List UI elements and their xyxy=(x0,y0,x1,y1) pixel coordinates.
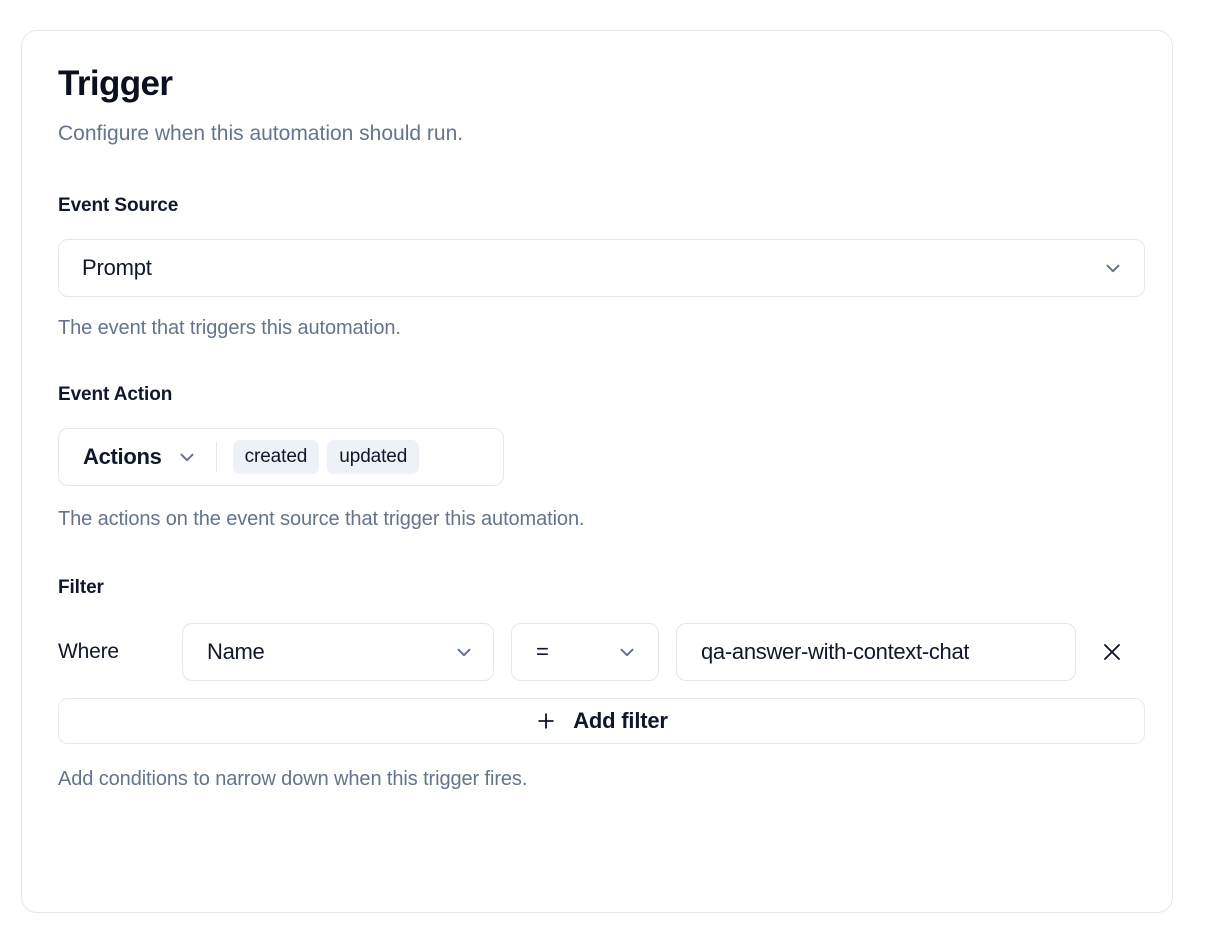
add-filter-button[interactable]: Add filter xyxy=(58,697,1145,744)
filter-value-text: qa-answer-with-context-chat xyxy=(701,638,970,664)
chevron-down-icon xyxy=(176,446,198,468)
page-title: Trigger xyxy=(58,64,173,103)
chip-created[interactable]: created xyxy=(232,439,320,474)
close-icon xyxy=(1100,640,1124,664)
trigger-card: Trigger Configure when this automation s… xyxy=(21,30,1173,913)
event-action-label: Event Action xyxy=(58,383,173,405)
filter-operator-select[interactable]: = xyxy=(511,622,659,681)
event-action-section: Event Action Actions created updated T xyxy=(58,384,1136,531)
page-subtitle: Configure when this automation should ru… xyxy=(58,121,464,145)
filter-value-input[interactable]: qa-answer-with-context-chat xyxy=(676,622,1076,681)
filter-help: Add conditions to narrow down when this … xyxy=(58,767,528,790)
filter-section: Filter Where Name = xyxy=(58,576,1145,791)
event-source-section: Event Source Prompt The event that trigg… xyxy=(58,194,1145,340)
filter-field-select[interactable]: Name xyxy=(182,622,494,681)
remove-filter-button[interactable] xyxy=(1094,634,1130,670)
event-source-label: Event Source xyxy=(58,194,179,216)
filter-operator-value: = xyxy=(536,638,549,664)
where-label: Where xyxy=(58,639,119,663)
filter-field-value: Name xyxy=(207,638,265,664)
chevron-down-icon xyxy=(453,641,475,663)
event-action-control: Actions created updated xyxy=(58,427,504,486)
event-source-select[interactable]: Prompt xyxy=(58,238,1145,297)
filter-label: Filter xyxy=(58,576,104,598)
chevron-down-icon xyxy=(616,641,638,663)
event-action-dropdown-label: Actions xyxy=(83,443,162,469)
chevron-down-icon xyxy=(1102,257,1124,279)
plus-icon xyxy=(535,710,557,732)
divider xyxy=(215,441,217,472)
filter-row: Where Name = xyxy=(58,622,1136,682)
add-filter-label: Add filter xyxy=(573,707,668,733)
event-source-value: Prompt xyxy=(82,254,152,280)
chip-updated[interactable]: updated xyxy=(327,439,420,474)
event-action-dropdown[interactable]: Actions xyxy=(83,444,198,470)
event-action-chips: created updated xyxy=(232,439,420,474)
event-action-help: The actions on the event source that tri… xyxy=(58,507,585,530)
event-source-help: The event that triggers this automation. xyxy=(58,316,401,339)
